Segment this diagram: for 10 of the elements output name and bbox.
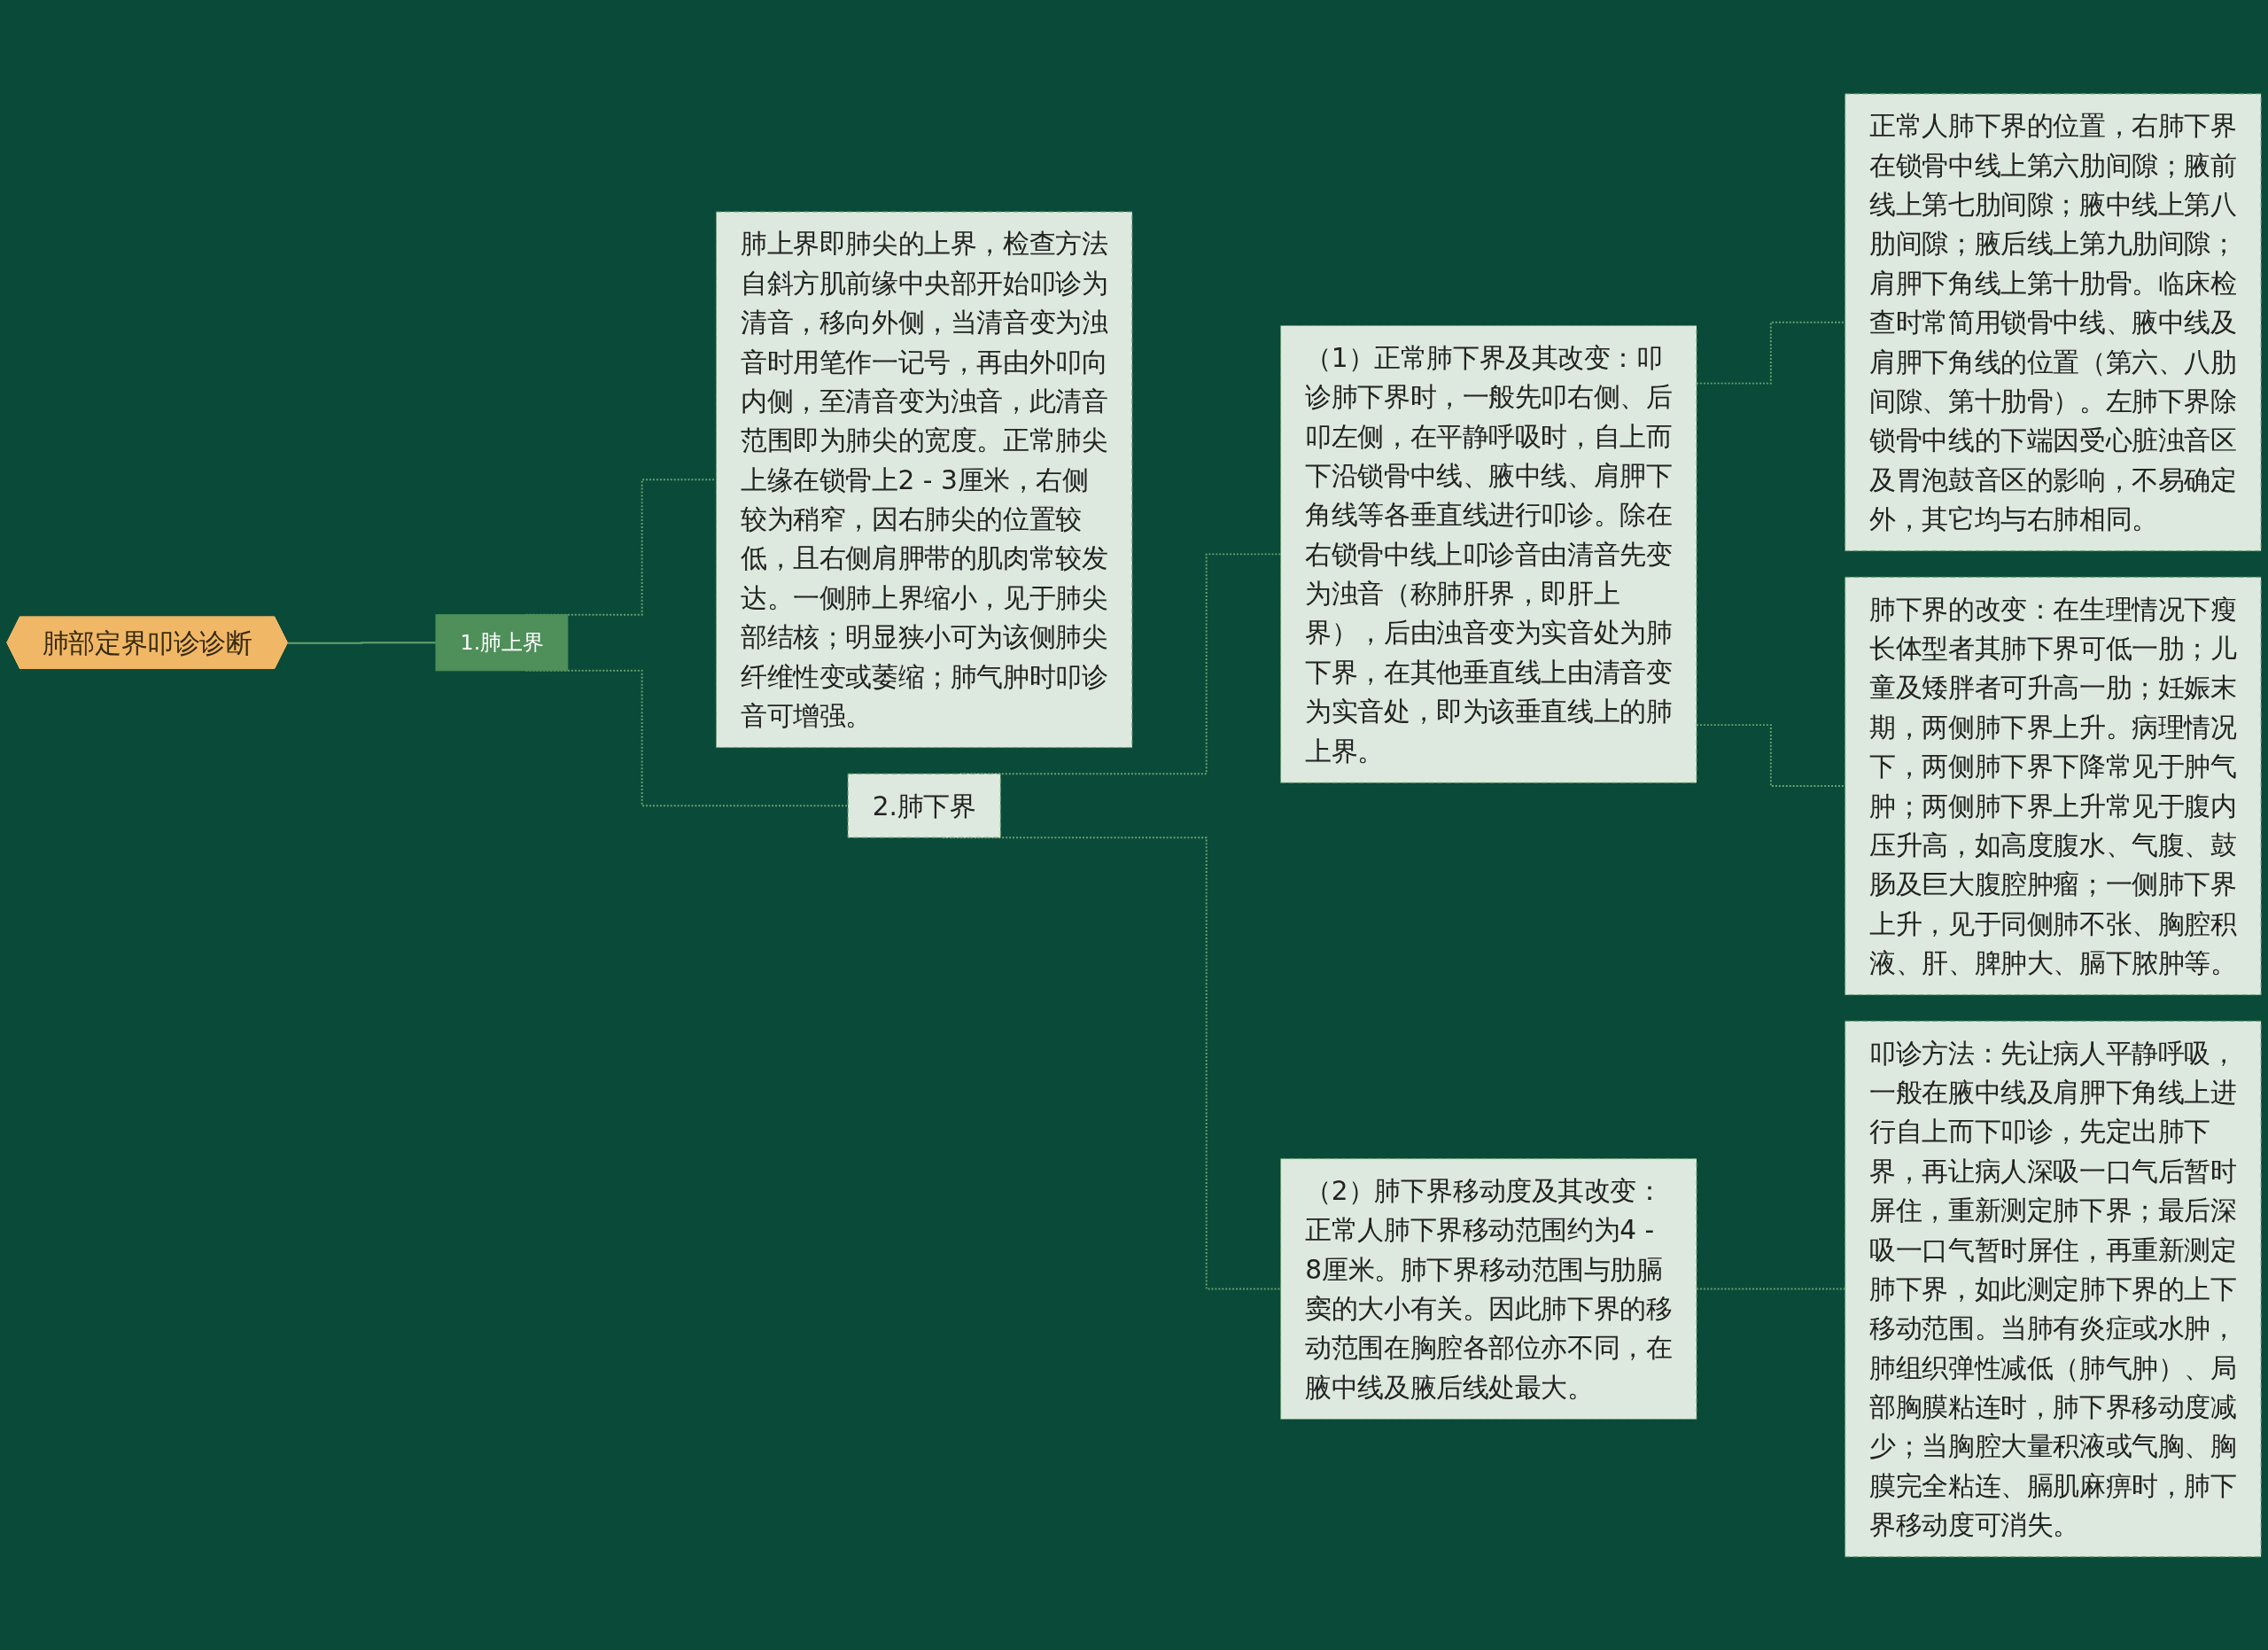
node-box: 叩诊方法：先让病人平静呼吸，一般在腋中线及肩胛下角线上进行自上而下叩诊，先定出肺下界，再让病人深吸一口气后暂时屏住，重新测定肺下界；最后深吸一口气暂时屏住，再重新测定肺下界，如此测定肺下界的上下移动范围。当肺有炎症或水肿，肺组织弹性减低（肺气肿）、局部胸膜粘连时，肺下界移动度减少；当胸腔大量积液或气胸、胸膜完全粘连、膈肌麻痹时，肺下界移动度可消失。 (1845, 1020, 2262, 1557)
node-box: 肺下界的改变：在生理情况下瘦长体型者其肺下界可低一肋；儿童及矮胖者可升高一肋；妊娠末期，两侧肺下界上升。病理情况下，两侧肺下界下降常见于肿气肿；两侧肺下界上升常见于腹内压升高，如高度腹水、气腹、鼓肠及巨大腹腔肿瘤；一侧肺下界上升，见于同侧肺不张、胸腔积液、肝、脾肿大、膈下脓肿等。 (1845, 576, 2262, 995)
connector (942, 836, 1282, 1290)
node-box: 正常人肺下界的位置，右肺下界在锁骨中线上第六肋间隙；腋前线上第七肋间隙；腋中线上第八肋间隙；腋后线上第九肋间隙；肩胛下角线上第十肋骨。临床检查时常简用锁骨中线、腋中线及肩胛下角线的位置（第六、八肋间隙、第十肋骨）。左肺下界除锁骨中线的下端因受心脏浊音区及胃泡鼓音区的影响，不易确定外，其它均与右肺相同。 (1845, 93, 2262, 551)
node-box: 1.肺上界 (435, 613, 569, 671)
node-box: （2）肺下界移动度及其改变：正常人肺下界移动范围约为4 - 8厘米。肺下界移动范围与肋膈窦的大小有关。因此肺下界的移动范围在胸腔各部位亦不同，在腋中线及腋后线处最大。 (1280, 1157, 1697, 1420)
node-box: 2.肺下界 (847, 773, 1001, 838)
connector (286, 641, 437, 644)
node-box: （1）正常肺下界及其改变：叩诊肺下界时，一般先叩右侧、后叩左侧，在平静呼吸时，自上而下沿锁骨中线、腋中线、肩胛下角线等各垂直线进行叩诊。除在右锁骨中线上叩诊音由清音先变为浊音（称肺肝界，即肝上界），后由浊音变为实音处为肺下界，在其他垂直线上由清音变为实音处，即为该垂直线上的肺上界。 (1280, 324, 1697, 783)
node-box: 肺上界即肺尖的上界，检查方法自斜方肌前缘中央部开始叩诊为清音，移向外侧，当清音变为浊音时用笔作一记号，再由外叩向内侧，至清音变为浊音，此清音范围即为肺尖的宽度。正常肺尖上缘在锁骨上2 - 3厘米，右侧较为稍窄，因右肺尖的位置较低，且右侧肩胛带的肌肉常较发达。一侧肺上界缩小，见于肺尖部结核；明显狭小可为该侧肺尖纤维性变或萎缩；肺气肿时叩诊音可增强。 (715, 211, 1133, 748)
